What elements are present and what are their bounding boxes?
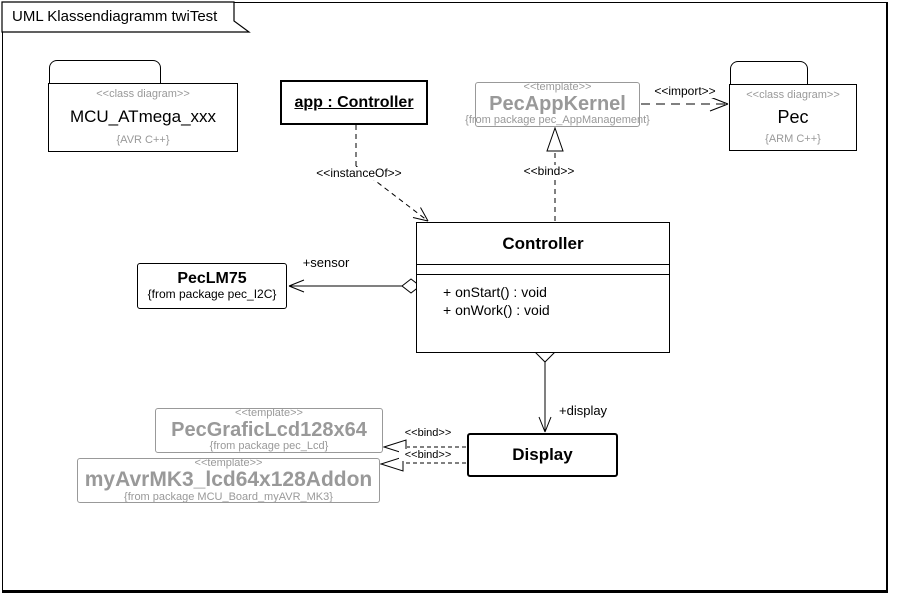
package-mcu-tag: {AVR C++} — [116, 134, 170, 146]
edge-label-bind-addon: <<bind>> — [399, 449, 457, 462]
class-controller-attrs-compartment — [417, 265, 669, 275]
node-app-instance[interactable]: app : Controller — [280, 80, 428, 125]
node-display[interactable]: Display — [467, 433, 618, 477]
node-pecappkernel-name: PecAppKernel — [489, 93, 626, 115]
operation-onwork: + onWork() : void — [443, 302, 550, 318]
class-controller-name: Controller — [502, 233, 584, 253]
operation-onstart: + onStart() : void — [443, 284, 547, 300]
class-controller-name-compartment: Controller — [417, 223, 669, 265]
edge-label-import: <<import>> — [650, 84, 720, 99]
node-myavrmk3-addon[interactable]: <<template>> myAvrMK3_lcd64x128Addon {fr… — [77, 456, 380, 503]
edge-label-instanceof: <<instanceOf>> — [312, 166, 406, 181]
node-pecgraficlcd-stereotype: <<template>> — [235, 407, 303, 420]
edge-label-display: +display — [558, 403, 628, 419]
node-pecappkernel-from: {from package pec_AppManagement} — [465, 114, 650, 126]
diagram-frame-border — [2, 2, 888, 593]
diagram-title: UML Klassendiagramm twiTest — [12, 8, 218, 25]
node-peclm75-from: {from package pec_I2C} — [147, 287, 277, 302]
title-tab-shape — [1, 1, 251, 33]
node-pecgraficlcd-name: PecGraficLcd128x64 — [171, 419, 367, 441]
node-peclm75[interactable]: PecLM75 {from package pec_I2C} — [137, 263, 287, 309]
package-pec-tab[interactable] — [730, 61, 808, 85]
edge-import[interactable] — [641, 96, 729, 112]
node-myavrmk3-addon-stereotype: <<template>> — [194, 456, 263, 469]
edge-bind-addon[interactable] — [379, 456, 466, 472]
edge-instanceof[interactable] — [355, 125, 429, 222]
package-mcu-stereotype: <<class diagram>> — [96, 88, 190, 100]
package-pec-name: Pec — [777, 106, 809, 127]
node-pecgraficlcd-from: {from package pec_Lcd} — [209, 440, 329, 452]
node-pecappkernel[interactable]: <<template>> PecAppKernel {from package … — [465, 81, 650, 127]
edge-label-sensor: +sensor — [294, 255, 358, 271]
node-pecappkernel-stereotype: <<template>> — [523, 81, 592, 94]
class-controller[interactable]: Controller + onStart() : void + onWork()… — [416, 222, 670, 353]
edge-label-bind-lcd: <<bind>> — [399, 427, 457, 440]
edge-display[interactable] — [535, 343, 555, 433]
package-pec-tag: {ARM C++} — [765, 133, 821, 145]
edge-label-bind-kernel: <<bind>> — [519, 164, 579, 179]
node-display-name: Display — [512, 445, 573, 464]
node-pecgraficlcd[interactable]: <<template>> PecGraficLcd128x64 {from pa… — [155, 408, 383, 453]
package-pec-stereotype: <<class diagram>> — [746, 89, 840, 101]
node-myavrmk3-addon-from: {from package MCU_Board_myAVR_MK3} — [124, 490, 333, 503]
package-mcu[interactable]: <<class diagram>> MCU_ATmega_xxx {AVR C+… — [48, 83, 238, 152]
edge-sensor[interactable] — [288, 278, 421, 294]
edge-bind-kernel[interactable] — [546, 126, 564, 221]
package-mcu-tab[interactable] — [49, 60, 161, 84]
package-pec[interactable]: <<class diagram>> Pec {ARM C++} — [729, 84, 857, 151]
package-mcu-name: MCU_ATmega_xxx — [69, 107, 217, 126]
class-controller-ops-compartment: + onStart() : void + onWork() : void — [417, 275, 669, 319]
node-myavrmk3-addon-name: myAvrMK3_lcd64x128Addon — [84, 468, 373, 492]
node-peclm75-name: PecLM75 — [177, 269, 247, 287]
node-app-instance-label: app : Controller — [294, 93, 414, 111]
